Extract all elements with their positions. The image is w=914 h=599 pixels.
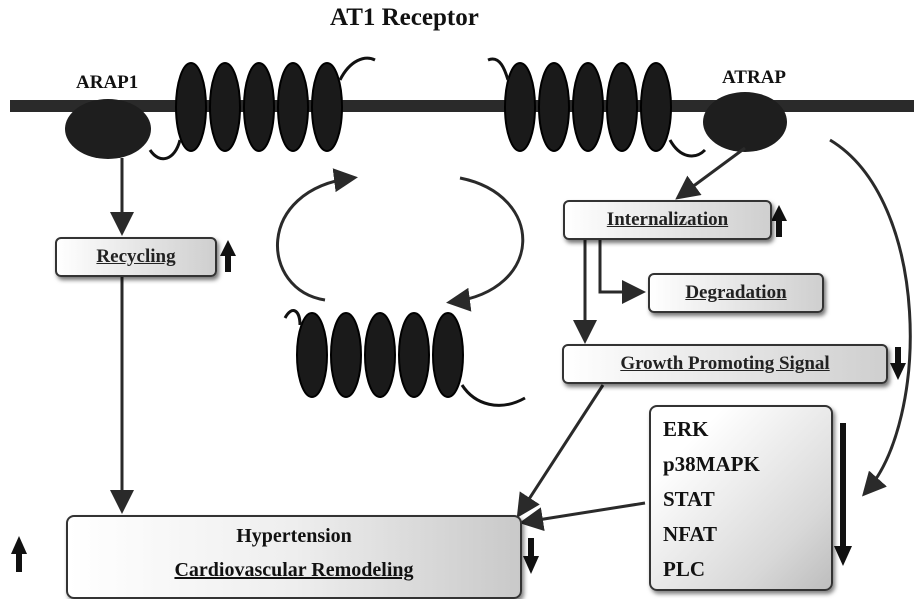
recycling-label: Recycling: [96, 246, 175, 268]
internalization-label: Internalization: [607, 209, 728, 231]
internalized-receptor: [297, 313, 463, 397]
signaling-molecules-box: ERK p38MAPK STAT NFAT PLC: [649, 405, 833, 591]
arrow-up-internalization: [771, 205, 787, 237]
arap1-protein: [65, 99, 151, 159]
arrow-internalization-to-degradation: [600, 236, 640, 292]
receptor-loop-left: [340, 58, 375, 80]
outcome-remodeling: Cardiovascular Remodeling: [68, 559, 520, 582]
receptor-tail-right: [670, 140, 705, 156]
internalization-box: Internalization: [563, 200, 772, 240]
outcome-box: Hypertension Cardiovascular Remodeling: [66, 515, 522, 599]
signal-nfat: NFAT: [663, 522, 717, 547]
arrow-up-outcome: [11, 536, 27, 572]
signal-erk: ERK: [663, 417, 709, 442]
at1-receptor-helices-right: [505, 63, 671, 151]
atrap-label: ATRAP: [722, 67, 786, 89]
internal-receptor-tail-left: [285, 311, 300, 325]
degradation-box: Degradation: [648, 273, 824, 313]
arrow-signals-to-hypertension: [525, 503, 645, 522]
growth-signal-box: Growth Promoting Signal: [562, 344, 888, 384]
arap1-label: ARAP1: [76, 72, 138, 94]
outcome-hypertension: Hypertension: [68, 525, 520, 548]
arrow-down-growth-signal: [890, 347, 906, 380]
receptor-loop-right: [488, 59, 508, 80]
at1-receptor-helices-left: [176, 63, 342, 151]
atrap-protein: [703, 92, 787, 152]
signal-p38mapk: p38MAPK: [663, 452, 760, 477]
signal-plc: PLC: [663, 557, 705, 582]
degradation-label: Degradation: [685, 282, 786, 304]
arrow-growth-signal-to-hypertension: [520, 385, 603, 513]
arrow-up-recycling: [220, 240, 236, 272]
internal-receptor-tail-right: [462, 385, 525, 405]
receptor-tail-left: [150, 140, 180, 159]
recycling-box: Recycling: [55, 237, 217, 277]
arrow-down-signals: [834, 423, 852, 566]
arrow-down-outcome: [523, 538, 539, 574]
cycle-arc-right: [452, 178, 523, 302]
diagram-title: AT1 Receptor: [330, 4, 479, 32]
cycle-arc-left: [277, 178, 352, 300]
growth-signal-label: Growth Promoting Signal: [620, 353, 829, 375]
signal-stat: STAT: [663, 487, 715, 512]
